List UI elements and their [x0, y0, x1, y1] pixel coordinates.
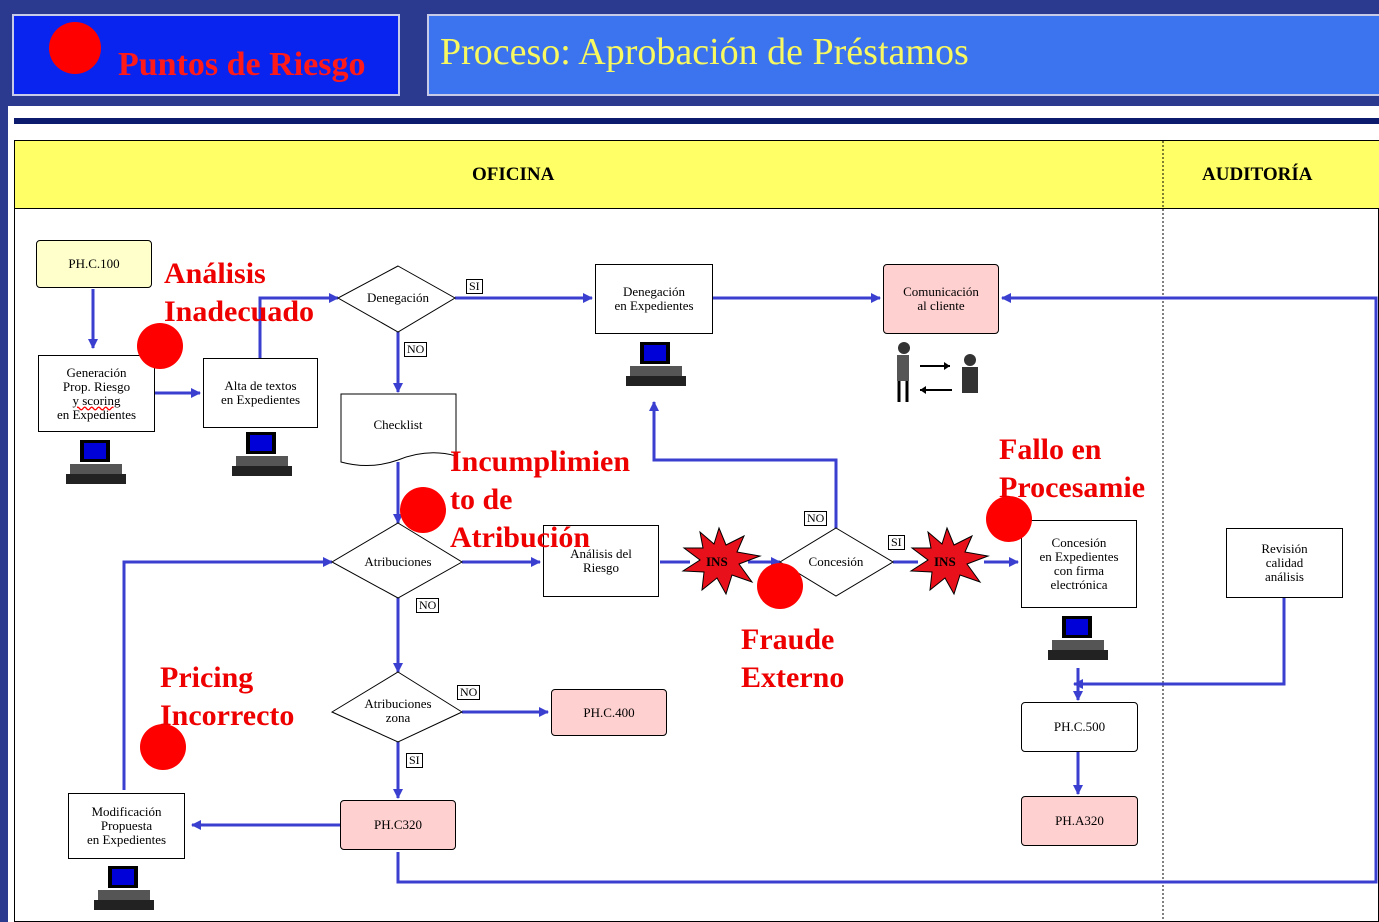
node-generacion-line: Prop. Riesgo: [62, 378, 131, 394]
risk-point-icon: [49, 22, 101, 74]
risk-analisis-line: Inadecuado: [164, 295, 315, 328]
risk-analisis-label: Análisis Inadecuado: [164, 255, 314, 331]
atribuciones-zona-decision-shape: [330, 671, 464, 743]
node-generacion-line: Generación: [66, 364, 127, 380]
risk-fraude-line: Externo: [741, 661, 845, 694]
risk-incumplimiento-line: Incumplimien: [450, 445, 631, 478]
denegacion-decision-label: Denegación: [366, 290, 430, 305]
node-comunicacion-line: Comunicación: [903, 284, 979, 299]
risk-point-icon: [757, 563, 803, 609]
edge-label-no: NO: [804, 511, 828, 526]
edge-label-si: SI: [466, 279, 483, 294]
computer-icon: [94, 866, 154, 910]
atribuciones-zona-line: zona: [385, 710, 411, 725]
concesion-label: Concesión: [808, 554, 864, 569]
node-alta-textos: Alta de textos en Expedientes: [203, 358, 318, 428]
computer-icon: [1048, 616, 1108, 660]
atribuciones-zona-line: Atribuciones: [364, 696, 432, 711]
ins-burst-2: [909, 526, 990, 596]
computer-icon: [66, 440, 126, 484]
legend-label: Puntos de Riesgo: [118, 46, 366, 83]
risk-pricing-line: Incorrecto: [160, 699, 295, 732]
risk-point-icon: [137, 323, 183, 369]
node-concesion-line: con firma: [1053, 563, 1105, 578]
atribuciones-decision-shape: [330, 522, 463, 599]
separator-line: [14, 118, 1379, 124]
ins-label: INS: [706, 554, 728, 569]
edge-label-no: NO: [457, 685, 481, 700]
risk-point-icon: [400, 487, 446, 533]
edge-label-no: NO: [404, 342, 428, 357]
lane-header: [15, 141, 1379, 209]
risk-analisis-line: Análisis: [164, 257, 266, 290]
risk-pricing-label: Pricing Incorrecto: [160, 659, 294, 735]
ins-burst-1: [681, 526, 762, 596]
edge-label-no: NO: [416, 598, 440, 613]
node-revision-calidad: Revisión calidad análisis: [1226, 528, 1343, 598]
risk-incumplimiento-line: to de: [450, 483, 513, 516]
node-analisis-line: Riesgo: [582, 560, 620, 575]
risk-point-icon: [986, 496, 1032, 542]
risk-fallo-label: Fallo en Procesamie: [999, 431, 1145, 507]
lane-auditoria-label: AUDITORÍA: [1202, 164, 1313, 185]
node-alta-line: en Expedientes: [220, 392, 301, 407]
risk-fallo-line: Procesamie: [999, 471, 1146, 504]
node-revision-line: análisis: [1265, 569, 1304, 584]
node-pha320: PH.A320: [1021, 796, 1138, 846]
node-denegacion-line: en Expedientes: [614, 298, 694, 313]
people-icon: [897, 342, 978, 402]
atribuciones-zona-label: Atribuciones zona: [348, 697, 448, 725]
risk-incumplimiento-line: Atribución: [450, 521, 591, 554]
checklist-label: Checklist: [373, 417, 423, 432]
node-concesion-expedientes: Concesión en Expedientes con firma elect…: [1021, 520, 1137, 608]
node-phc400: PH.C.400: [551, 689, 667, 736]
node-modificacion: Modificación Propuesta en Expedientes: [68, 793, 185, 859]
node-concesion-line: en Expedientes: [1039, 549, 1119, 564]
lane-oficina-label: OFICINA: [472, 164, 555, 185]
node-generacion-line: en Expedientes: [56, 406, 137, 422]
node-revision-line: calidad: [1265, 555, 1304, 570]
node-phc320: PH.C320: [340, 800, 456, 850]
node-comunicacion-line: al cliente: [917, 298, 965, 313]
node-analisis-line: Análisis del: [570, 546, 632, 561]
risk-point-icon: [140, 724, 186, 770]
denegacion-decision-shape: [336, 265, 456, 333]
concesion-decision-shape: [779, 527, 894, 597]
node-modificacion-line: Propuesta: [100, 818, 153, 833]
computer-icon: [232, 432, 292, 476]
node-phc500: PH.C.500: [1021, 702, 1138, 752]
edge-label-si: SI: [406, 753, 423, 768]
page-title: Proceso: Aprobación de Préstamos: [440, 31, 969, 73]
computer-icon: [626, 342, 686, 386]
risk-pricing-line: Pricing: [160, 661, 254, 694]
risk-incumplimiento-label: Incumplimien to de Atribución: [450, 443, 630, 557]
atribuciones-label: Atribuciones: [364, 554, 432, 569]
node-modificacion-line: en Expedientes: [86, 832, 167, 847]
node-alta-line: Alta de textos: [224, 378, 297, 393]
node-revision-line: Revisión: [1261, 541, 1308, 556]
node-denegacion-line: Denegación: [622, 284, 686, 299]
node-generacion-line: y scoring: [72, 392, 121, 408]
node-denegacion-expedientes: Denegación en Expedientes: [595, 264, 713, 334]
checklist-shape: [340, 393, 457, 466]
node-comunicacion: Comunicación al cliente: [883, 264, 999, 334]
node-modificacion-line: Modificación: [91, 804, 162, 819]
node-generacion: Generación Prop. Riesgo y scoring en Exp…: [38, 355, 155, 432]
node-concesion-line: electrónica: [1050, 577, 1108, 592]
node-phc100: PH.C.100: [36, 240, 152, 288]
edge-label-si: SI: [888, 535, 905, 550]
risk-fraude-line: Fraude: [741, 623, 835, 656]
top-strip: [0, 0, 1379, 8]
ins-label: INS: [934, 554, 956, 569]
node-analisis-riesgo: Análisis del Riesgo: [543, 525, 659, 597]
risk-fallo-line: Fallo en: [999, 433, 1102, 466]
title-banner: [427, 14, 1379, 96]
risk-fraude-label: Fraude Externo: [741, 621, 844, 697]
node-concesion-line: Concesión: [1051, 535, 1107, 550]
